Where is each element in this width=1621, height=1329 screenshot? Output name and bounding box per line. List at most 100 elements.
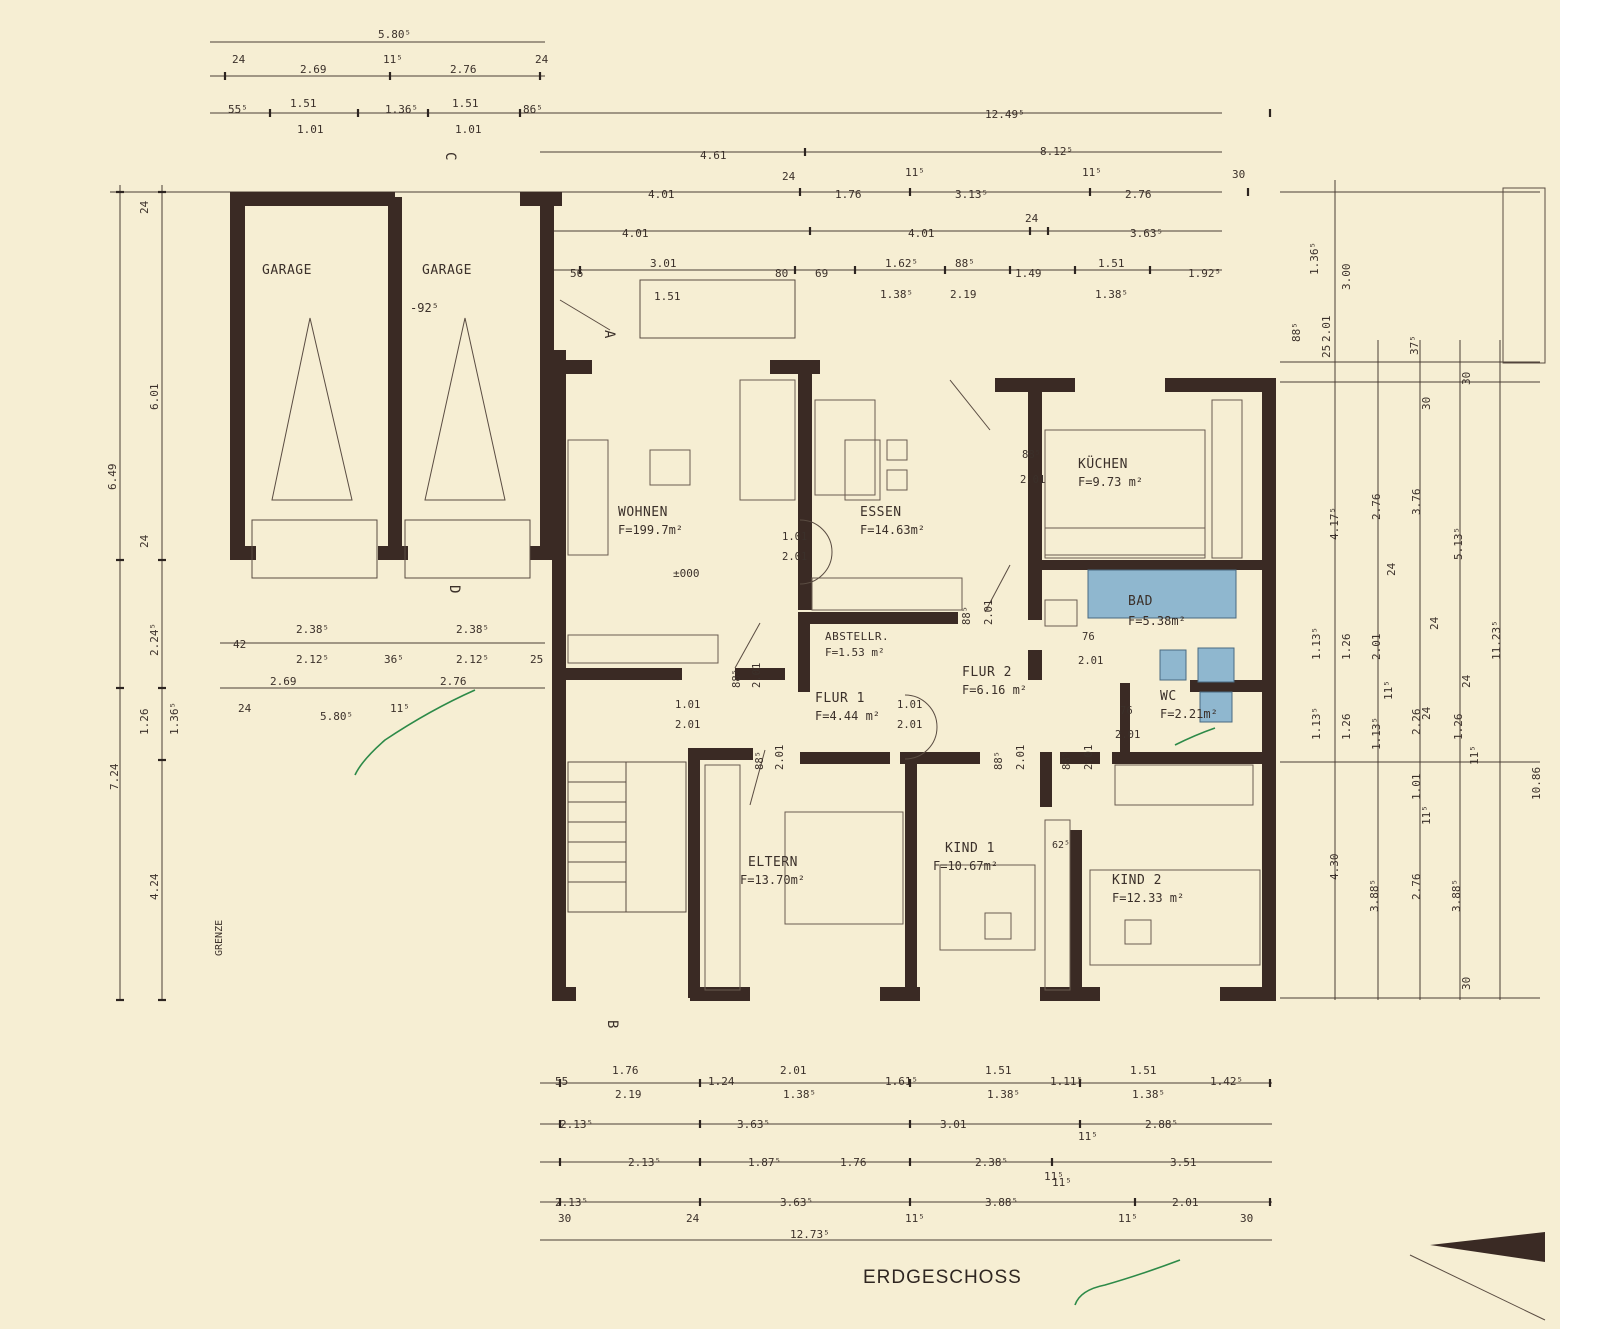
dimension-label: 1.36⁵ xyxy=(385,103,418,116)
dimension-label: 24 xyxy=(1025,212,1039,225)
door-width: 88⁵ xyxy=(1061,751,1073,770)
dimension-label: 86⁵ xyxy=(523,103,543,116)
dimension-label: 11⁵ xyxy=(905,1212,925,1225)
dimension-label: 69 xyxy=(815,267,828,280)
dimension-label: 2.01 xyxy=(1172,1196,1199,1209)
north-arrow-icon xyxy=(1430,1232,1545,1262)
check-mark-icon xyxy=(1174,727,1216,746)
dimension-label: 5.80⁵ xyxy=(320,710,353,723)
door-height: 2.01 xyxy=(751,663,763,688)
dimension-label: 1.61⁵ xyxy=(885,1075,918,1088)
dimension-label: 1.51 xyxy=(452,97,479,110)
dimension-label: 88⁵ xyxy=(1290,322,1303,342)
dimension-labels-bottom: 55 1.76 1.24 2.01 1.61⁵ 1.51 1.11⁵ 1.51 … xyxy=(555,1064,1253,1241)
room-area: F=5.38m² xyxy=(1128,614,1186,628)
dimension-label: 1.62⁵ xyxy=(885,257,918,270)
dimension-labels-top: 5.80⁵ 24 2.69 11⁵ 2.76 24 55⁵ 1.51 1.36⁵… xyxy=(228,28,1245,301)
dimension-label: 4.24 xyxy=(148,873,161,900)
dimension-label: 1.38⁵ xyxy=(1095,288,1128,301)
room-area: F=9.73 m² xyxy=(1078,475,1143,489)
section-marker: D xyxy=(446,585,462,593)
misc-labels: ±000 -92⁵ GRENZE A B C D 1.51 62⁵ xyxy=(214,152,1070,1028)
room-area: F=10.67m² xyxy=(933,859,998,873)
bathtub-icon xyxy=(1087,569,1237,619)
dimension-label: 3.63⁵ xyxy=(737,1118,770,1131)
room-area: F=199.7m² xyxy=(618,523,683,537)
dimension-label: 3.63⁵ xyxy=(780,1196,813,1209)
dimension-label: 12.73⁵ xyxy=(790,1228,830,1241)
dimension-label: 2.13⁵ xyxy=(560,1118,593,1131)
room-area: F=6.16 m² xyxy=(962,683,1027,697)
dimension-label: 4.01 xyxy=(648,188,675,201)
dimension-label: 2.19 xyxy=(615,1088,642,1101)
room-name: KÜCHEN xyxy=(1078,455,1128,472)
dimension-label: 24 xyxy=(686,1212,700,1225)
fixtures xyxy=(251,279,1261,991)
door-width: 88⁵ xyxy=(961,606,973,625)
dimension-label: 3.88⁵ xyxy=(985,1196,1018,1209)
dimension-label: 11⁵ xyxy=(1082,166,1102,179)
room-labels: GARAGE GARAGE WOHNEN F=199.7m² ESSEN F=1… xyxy=(262,263,1218,905)
dimension-label: 30 xyxy=(1240,1212,1253,1225)
dimension-label: 1.51 xyxy=(1098,257,1125,270)
dimension-label: 1.76 xyxy=(835,188,862,201)
door-height: 2.01 xyxy=(1083,745,1095,770)
room-area: F=14.63m² xyxy=(860,523,925,537)
section-marker: C xyxy=(442,152,458,160)
room-area: F=4.44 m² xyxy=(815,709,880,723)
walls xyxy=(230,192,1276,1001)
room-name: BAD xyxy=(1128,594,1153,609)
garage-level-marker: -92⁵ xyxy=(410,301,439,315)
dimension-label: 3.01 xyxy=(940,1118,967,1131)
page-title: ERDGESCHOSS xyxy=(863,1267,1022,1288)
room-area: F=12.33 m² xyxy=(1112,891,1184,905)
dimension-label: 3.88⁵ xyxy=(1450,879,1463,912)
dimension-label: 2.12⁵ xyxy=(296,653,329,666)
dimension-label: 1.42⁵ xyxy=(1210,1075,1243,1088)
dimension-label: 1.51 xyxy=(1130,1064,1157,1077)
section-marker: B xyxy=(604,1020,620,1028)
room-area: F=2.21m² xyxy=(1160,707,1218,721)
dimension-label: 11.23⁵ xyxy=(1490,620,1503,660)
dimension-label: 1.13⁵ xyxy=(1370,717,1383,750)
dimension-label: 1.36⁵ xyxy=(168,702,181,735)
room-name: KIND 2 xyxy=(1112,873,1162,888)
dimension-label: 1.26 xyxy=(1340,714,1353,741)
dimension-label: 1.11⁵ xyxy=(1050,1075,1083,1088)
dimension-label: 2.13⁵ xyxy=(628,1156,661,1169)
door-width: 88⁵ xyxy=(731,669,743,688)
room-name: WOHNEN xyxy=(618,505,668,520)
dimension-label: 11⁵ xyxy=(1044,1170,1064,1183)
dimension-label: 80 xyxy=(775,267,788,280)
room-name: ESSEN xyxy=(860,505,902,520)
dimension-label: 1.26 xyxy=(138,709,151,736)
room-name: WC xyxy=(1160,689,1177,704)
dimension-label: 2.69 xyxy=(300,63,327,76)
dimension-label: 3.51 xyxy=(1170,1156,1197,1169)
dimension-label: 1.38⁵ xyxy=(987,1088,1020,1101)
dimension-label: 3.88⁵ xyxy=(1368,879,1381,912)
dimension-label: 24 xyxy=(138,200,151,214)
level-marker: ±000 xyxy=(673,567,700,580)
dimension-label: 4.01 xyxy=(622,227,649,240)
dimension-label: 2.76 xyxy=(1410,874,1423,901)
dimension-label: 55 xyxy=(555,1075,568,1088)
dimension-label: 24 xyxy=(782,170,796,183)
door-width: 1.01 xyxy=(675,699,700,711)
dimension-label: 2.38⁵ xyxy=(296,623,329,636)
dimension-label: 1.87⁵ xyxy=(748,1156,781,1169)
dimension-lines xyxy=(110,41,1540,1241)
dimension-label: 24 xyxy=(238,702,252,715)
dimension-label: 10.86 xyxy=(1530,767,1543,800)
dimension-label: 30 xyxy=(1232,168,1245,181)
dimension-label: 3.63⁵ xyxy=(1130,227,1163,240)
dimension-label: 1.49 xyxy=(1015,267,1042,280)
door-width: 1.01 xyxy=(897,699,922,711)
dimension-label: 2.13⁵ xyxy=(555,1196,588,1209)
dimension-label: 2.76 xyxy=(450,63,477,76)
room-name: KIND 1 xyxy=(945,841,995,856)
dimension-label: 1.24 xyxy=(708,1075,735,1088)
dimension-label: 2.69 xyxy=(270,675,297,688)
dimension-label: 1.13⁵ xyxy=(1310,707,1323,740)
dimension-label: 11⁵ xyxy=(1078,1130,1098,1143)
